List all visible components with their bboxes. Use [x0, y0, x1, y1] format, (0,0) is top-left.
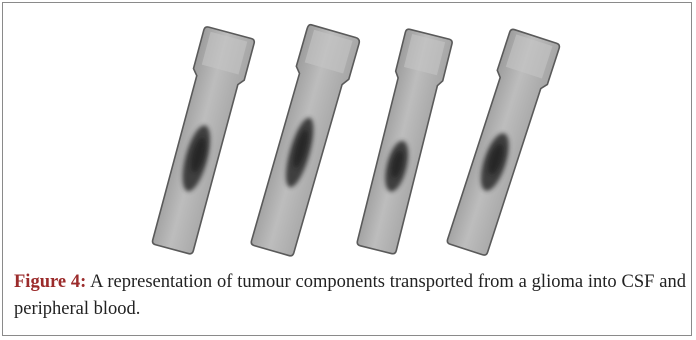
gel-strip-1 — [147, 26, 255, 256]
figure-panel: Figure 4: A representation of tumour com… — [2, 2, 692, 336]
figure-caption: Figure 4: A representation of tumour com… — [14, 269, 686, 323]
figure-label: Figure 4: — [14, 272, 86, 292]
figure-caption-text: A representation of tumour components tr… — [14, 272, 686, 319]
gel-strips-illustration — [133, 21, 563, 261]
gel-strip-3 — [353, 28, 453, 255]
gel-strip-2 — [246, 24, 361, 258]
gel-strip-4 — [442, 28, 561, 257]
